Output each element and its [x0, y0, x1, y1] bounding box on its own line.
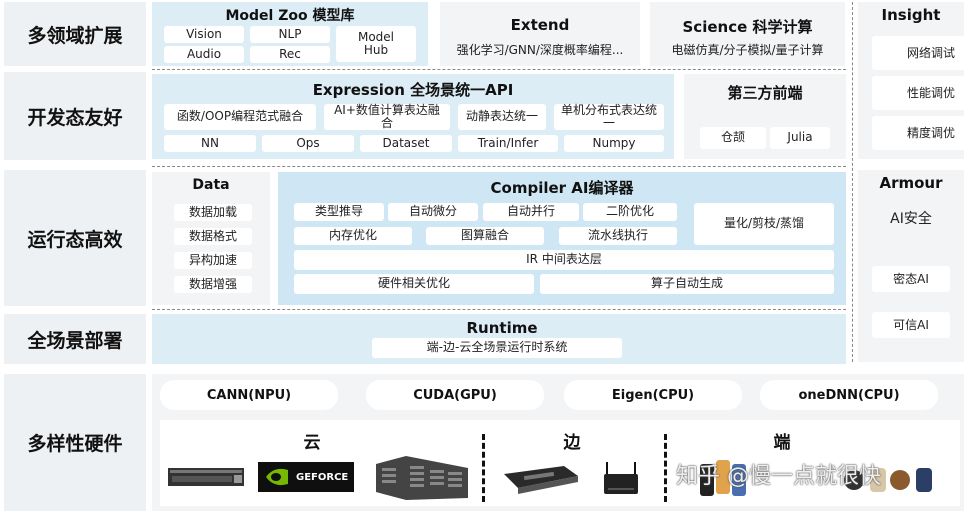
backend-eigen: Eigen(CPU) — [564, 380, 742, 410]
row-label-domain: 多领域扩展 — [4, 2, 146, 66]
science-title: Science 科学计算 — [682, 18, 813, 36]
compiler-item: 二阶优化 — [583, 203, 677, 221]
compiler-item: 自动微分 — [388, 203, 478, 221]
expression-item-dataset: Dataset — [360, 135, 452, 152]
insight-panel: Insight 网络调试 性能调优 精度调优 — [858, 2, 967, 159]
hardware-panel: CANN(NPU) CUDA(GPU) Eigen(CPU) oneDNN(CP… — [152, 374, 964, 511]
expression-item-ops: Ops — [262, 135, 354, 152]
server-rack-image — [376, 454, 468, 500]
compiler-ir-layer: IR 中间表达层 — [294, 250, 834, 270]
row-label-deploy: 全场景部署 — [4, 314, 146, 364]
divider-line — [152, 166, 846, 167]
third-party-title: 第三方前端 — [727, 84, 803, 102]
expression-item-numpy: Numpy — [564, 135, 664, 152]
model-zoo-item-nlp: NLP — [250, 26, 330, 43]
extend-desc: 强化学习/GNN/深度概率编程... — [456, 43, 624, 57]
armour-item-secret-ai: 密态AI — [872, 266, 950, 292]
armour-item-ai-security: AI安全 — [890, 211, 932, 227]
compiler-title: Compiler AI编译器 — [490, 179, 634, 197]
science-desc: 电磁仿真/分子模拟/量子计算 — [671, 43, 824, 57]
watermark: 知乎 @慢一点就很快 — [676, 464, 881, 489]
insight-item: 性能调优 — [872, 76, 967, 110]
divider-line — [152, 69, 846, 70]
third-party-item-julia: Julia — [770, 127, 830, 149]
runtime-panel: Runtime 端-边-云全场景运行时系统 — [152, 314, 846, 364]
divider-line — [152, 309, 846, 310]
group-device: 端 — [773, 433, 791, 453]
expression-item-nn: NN — [164, 135, 256, 152]
vertical-divider — [852, 2, 853, 362]
insight-title: Insight — [881, 6, 941, 24]
armour-item-trusted-ai: 可信AI — [872, 312, 950, 338]
expression-item: 单机分布式表达统一 — [554, 103, 664, 130]
backend-cann: CANN(NPU) — [160, 380, 338, 410]
model-zoo-panel: Model Zoo 模型库 Vision NLP Model Hub Audio… — [152, 2, 428, 66]
expression-item: AI+数值计算表达融合 — [324, 103, 450, 130]
science-panel: Science 科学计算 电磁仿真/分子模拟/量子计算 — [650, 2, 845, 66]
extend-panel: Extend 强化学习/GNN/深度概率编程... — [440, 2, 640, 66]
data-panel: Data 数据加载 数据格式 异构加速 数据增强 — [152, 172, 270, 305]
third-party-panel: 第三方前端 仓颉 Julia — [684, 74, 846, 159]
group-divider — [482, 434, 485, 502]
group-cloud: 云 — [303, 433, 321, 453]
model-zoo-item-rec: Rec — [250, 46, 330, 63]
model-zoo-title: Model Zoo 模型库 — [225, 8, 355, 24]
compiler-item: 流水线执行 — [559, 227, 677, 245]
insight-item: 网络调试 — [872, 36, 967, 70]
watches-image — [840, 458, 940, 500]
runtime-title: Runtime — [466, 319, 538, 337]
row-label-dev: 开发态友好 — [4, 72, 146, 160]
data-item: 数据格式 — [174, 228, 252, 245]
armour-title: Armour — [879, 174, 943, 192]
compiler-item: 类型推导 — [294, 203, 384, 221]
expression-item: 动静表达统一 — [458, 104, 546, 130]
runtime-desc: 端-边-云全场景运行时系统 — [372, 338, 622, 358]
data-item: 异构加速 — [174, 252, 252, 269]
compiler-item: 内存优化 — [294, 227, 412, 245]
expression-title: Expression 全场景统一API — [312, 81, 514, 99]
accelerator-card-image — [504, 466, 578, 494]
expression-item: 函数/OOP编程范式融合 — [164, 104, 316, 130]
row-label-text: 运行态高效 — [27, 228, 123, 251]
server-blade-image — [168, 462, 244, 492]
compiler-item-op-autogen: 算子自动生成 — [540, 274, 834, 294]
group-divider — [664, 434, 667, 502]
row-label-text: 开发态友好 — [27, 106, 123, 129]
model-zoo-item-model-hub: Model Hub — [336, 26, 416, 62]
data-item: 数据增强 — [174, 276, 252, 293]
third-party-item-cangjie: 仓颉 — [700, 127, 766, 149]
expression-panel: Expression 全场景统一API 函数/OOP编程范式融合 AI+数值计算… — [152, 74, 674, 159]
phones-image — [698, 458, 752, 500]
row-label-text: 多领域扩展 — [27, 24, 123, 47]
group-edge: 边 — [563, 433, 581, 453]
compiler-item-quant-prune-distill: 量化/剪枝/蒸馏 — [694, 203, 834, 245]
row-label-text: 全场景部署 — [27, 329, 123, 352]
data-title: Data — [192, 177, 230, 193]
edge-router-image — [602, 458, 640, 496]
data-item: 数据加载 — [174, 204, 252, 221]
backend-onednn: oneDNN(CPU) — [760, 380, 938, 410]
compiler-item: 图算融合 — [426, 227, 544, 245]
insight-item: 精度调优 — [872, 116, 967, 150]
extend-title: Extend — [510, 16, 570, 34]
expression-item-train-infer: Train/Infer — [458, 135, 558, 152]
row-label-text: 多样性硬件 — [27, 433, 123, 455]
compiler-panel: Compiler AI编译器 类型推导 自动微分 自动并行 二阶优化 内存优化 … — [278, 172, 846, 305]
backend-cuda: CUDA(GPU) — [366, 380, 544, 410]
compiler-item: 自动并行 — [483, 203, 579, 221]
armour-panel: Armour AI安全 密态AI 可信AI — [858, 170, 964, 362]
model-zoo-item-audio: Audio — [164, 46, 244, 63]
geforce-label: GEFORCE — [296, 471, 349, 483]
row-label-hardware: 多样性硬件 — [4, 374, 146, 511]
model-zoo-item-vision: Vision — [164, 26, 244, 43]
compiler-item-hw-opt: 硬件相关优化 — [294, 274, 534, 294]
row-label-runtime-eff: 运行态高效 — [4, 170, 146, 306]
nvidia-geforce-logo: GEFORCE — [258, 462, 354, 492]
